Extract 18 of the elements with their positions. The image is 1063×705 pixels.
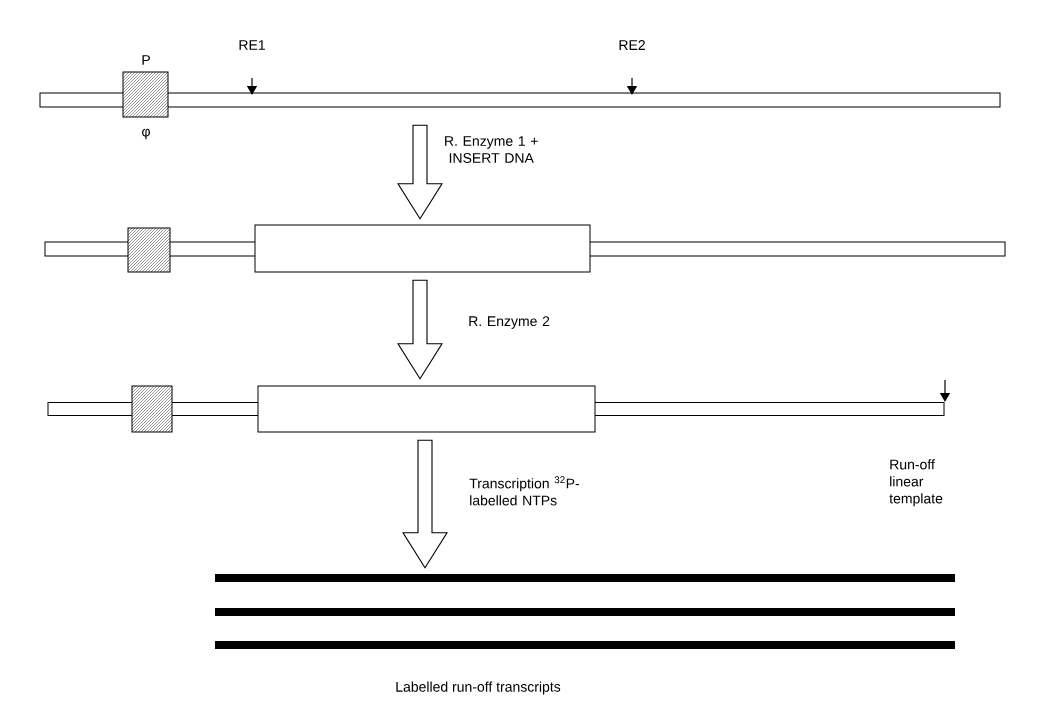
label: Labelled run-off transcripts bbox=[396, 681, 561, 695]
transcript-bar bbox=[215, 608, 955, 616]
block-arrow bbox=[397, 279, 443, 380]
edge-label: R. Enzyme 2 bbox=[469, 316, 550, 329]
transcript-bar bbox=[215, 641, 955, 649]
label: P bbox=[142, 55, 150, 65]
edge-label: Transcription $^{32}$P-labelled NTPs bbox=[469, 476, 580, 506]
transcript-bar bbox=[215, 574, 955, 582]
label: RE2 bbox=[619, 40, 645, 50]
edge-label: R. Enzyme 1 + INSERT DNA bbox=[445, 136, 538, 163]
block-arrow bbox=[402, 439, 448, 569]
block-arrow bbox=[397, 124, 443, 220]
dna-construct-drawing bbox=[44, 224, 1006, 273]
label: Run-off linear template bbox=[889, 459, 943, 507]
dna-construct-drawing bbox=[39, 71, 1001, 118]
dna-construct-drawing bbox=[47, 385, 945, 433]
label: RE1 bbox=[239, 40, 265, 50]
label: φ bbox=[142, 128, 150, 140]
